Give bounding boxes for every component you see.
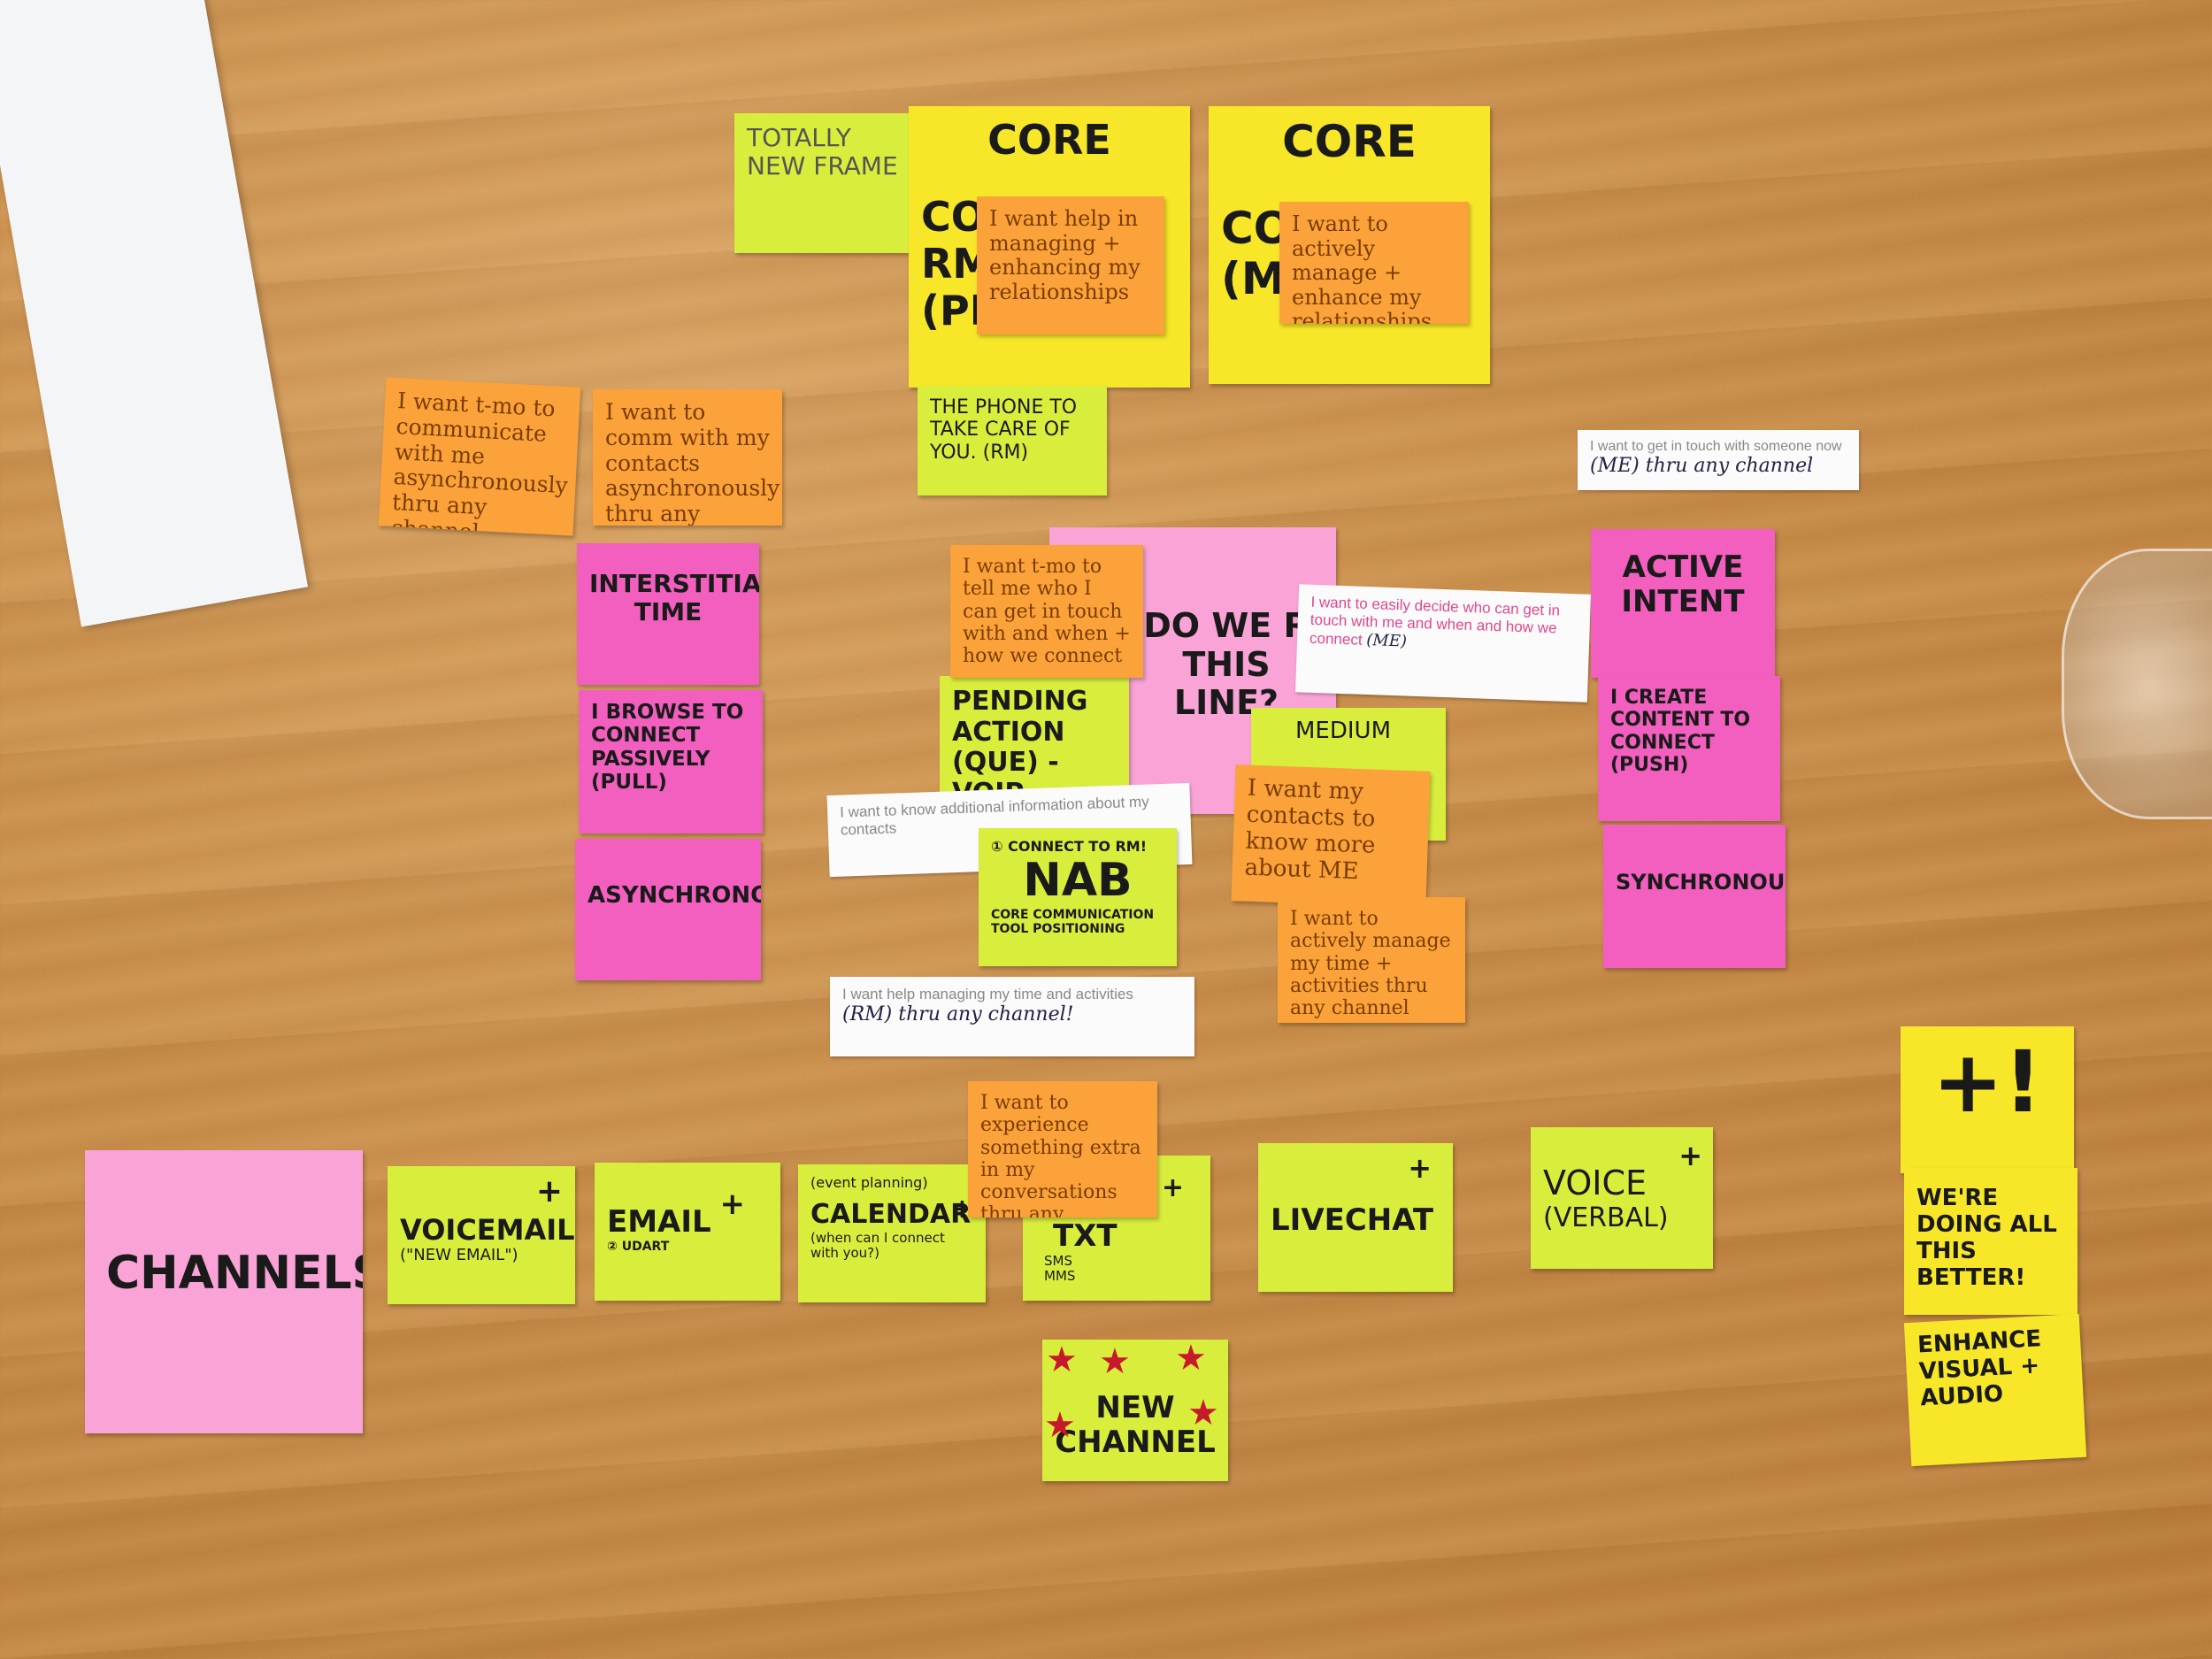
- note-text: SYNCHRONOUS: [1616, 870, 1786, 895]
- note-totally-new-frame: TOTALLY NEW FRAME: [734, 113, 920, 253]
- note-text: PENDING ACTION (QUE) -VOIP: [952, 686, 1088, 807]
- note-create-content: I CREATE CONTENT TO CONNECT (PUSH): [1598, 676, 1780, 821]
- note-new-channel: ★ ★ ★ ★ ★ NEW CHANNEL: [1042, 1340, 1228, 1481]
- note-active-intent: ACTIVE INTENT: [1591, 529, 1775, 678]
- slip-text: I want to get in touch with someone now: [1590, 439, 1842, 454]
- note-text: I want to actively manage + enhance my r…: [1292, 211, 1432, 324]
- note-sub: ② UDART: [607, 1240, 670, 1255]
- note-voicemail: + VOICEMAIL ("NEW EMAIL"): [388, 1166, 575, 1304]
- note-text: +!: [1932, 1033, 2043, 1132]
- star-icon: ★: [1044, 1405, 1076, 1446]
- note-text: ASYNCHRONOUS: [588, 882, 761, 909]
- star-icon: ★: [1187, 1393, 1219, 1433]
- note-text: I want to experience something extra in …: [980, 1092, 1141, 1217]
- note-small-text: (event planning): [810, 1174, 928, 1191]
- note-pending-action: PENDING ACTION (QUE) -VOIP: [940, 676, 1129, 807]
- note-text: I BROWSE TO CONNECT PASSIVELY (PULL): [591, 701, 744, 795]
- note-text: WE'RE DOING ALL THIS BETTER!: [1916, 1185, 2057, 1291]
- note-title: CORE: [1282, 116, 1417, 167]
- note-text: I want t-mo to communicate with me async…: [389, 388, 569, 536]
- note-asynchronous: ASYNCHRONOUS: [575, 839, 761, 980]
- slip-help-time: I want help managing my time and activit…: [830, 977, 1194, 1056]
- note-sub: (when can I connect with you?): [810, 1229, 945, 1262]
- note-title: VOICE: [1543, 1164, 1647, 1202]
- note-channels: CHANNELS: [85, 1150, 363, 1433]
- note-core-me-orange: I want to actively manage + enhance my r…: [1279, 202, 1469, 324]
- note-calendar: (event planning) + CALENDAR (when can I …: [798, 1164, 986, 1302]
- note-email: + EMAIL ② UDART: [595, 1163, 780, 1301]
- plus-icon: +: [1678, 1139, 1702, 1172]
- note-text: MEDIUM: [1295, 718, 1392, 744]
- note-title: VOICEMAIL: [400, 1213, 575, 1247]
- note-text: I want t-mo to tell me who I can get in …: [963, 556, 1131, 668]
- note-text: I want to comm with my contacts asynchro…: [605, 399, 780, 526]
- plus-icon: +: [1161, 1172, 1184, 1203]
- note-title: TXT: [1053, 1218, 1118, 1254]
- note-title: CALENDAR: [810, 1199, 972, 1231]
- slip-text: I want help managing my time and activit…: [842, 986, 1133, 1002]
- note-text: ENHANCE VISUAL + AUDIO: [1916, 1325, 2042, 1412]
- note-doing-better: WE'RE DOING ALL THIS BETTER!: [1904, 1168, 2078, 1315]
- note-async-2: I want to comm with my contacts asynchro…: [593, 389, 782, 526]
- slip-decide: I want to easily decide who can get in t…: [1294, 584, 1592, 703]
- note-synchronous: SYNCHRONOUS: [1603, 825, 1786, 968]
- star-icon: ★: [1046, 1340, 1078, 1380]
- note-text: I want to actively manage my time + acti…: [1290, 908, 1451, 1020]
- note-small-text: CORE COMMUNICATION TOOL POSITIONING: [991, 908, 1155, 937]
- note-interstitial-time: INTERSTITIAL TIME: [577, 543, 759, 685]
- note-text: I want my contacts to know more about ME: [1244, 774, 1376, 885]
- star-icon: ★: [1099, 1341, 1131, 1382]
- note-text: ACTIVE INTENT: [1621, 549, 1745, 620]
- note-sub: SMS MMS: [1044, 1253, 1076, 1285]
- note-core-rm-orange: I want help in managing + enhancing my r…: [977, 196, 1164, 334]
- note-sub: (VERBAL): [1543, 1202, 1669, 1233]
- note-livechat: + LIVECHAT: [1258, 1143, 1453, 1292]
- slip-text: I want to easily decide who can get in t…: [1309, 593, 1561, 649]
- note-text: CHANNELS: [106, 1247, 363, 1300]
- note-tell-me: I want t-mo to tell me who I can get in …: [950, 545, 1143, 678]
- note-voice: + VOICE (VERBAL): [1531, 1127, 1713, 1269]
- slip-handwriting: (ME) thru any channel: [1590, 455, 1814, 477]
- note-text: INTERSTITIAL TIME: [589, 569, 759, 627]
- note-title: CORE: [987, 116, 1111, 164]
- note-nab: ① CONNECT TO RM! NAB CORE COMMUNICATION …: [979, 828, 1177, 966]
- note-title: NAB: [1023, 854, 1133, 908]
- slip-get-in-touch: I want to get in touch with someone now …: [1578, 430, 1859, 490]
- note-text: TOTALLY NEW FRAME: [747, 123, 898, 181]
- note-title: EMAIL: [607, 1204, 711, 1240]
- plastic-cup: [2062, 549, 2212, 819]
- note-manage-time: I want to actively manage my time + acti…: [1278, 897, 1465, 1023]
- note-text: NEW CHANNEL: [1055, 1390, 1216, 1461]
- note-async-1: I want t-mo to communicate with me async…: [378, 377, 581, 536]
- plus-icon: +: [719, 1187, 746, 1222]
- slip-handwriting: (ME): [1365, 630, 1408, 651]
- note-text: THE PHONE TO TAKE CARE OF YOU. (RM): [930, 396, 1078, 464]
- slip-handwriting: (RM) thru any channel!: [842, 1003, 1074, 1025]
- note-plus-bang: +!: [1901, 1026, 2074, 1173]
- plus-icon: +: [535, 1173, 563, 1210]
- note-title: LIVECHAT: [1271, 1202, 1434, 1238]
- note-sub: ("NEW EMAIL"): [400, 1245, 518, 1264]
- white-paper-sheet: [0, 0, 309, 627]
- note-know-more: I want my contacts to know more about ME: [1231, 764, 1431, 908]
- note-enhance: ENHANCE VISUAL + AUDIO: [1903, 1313, 2087, 1467]
- note-text: I want help in managing + enhancing my r…: [989, 206, 1141, 304]
- note-browse: I BROWSE TO CONNECT PASSIVELY (PULL): [579, 690, 763, 833]
- note-text: DO WE R THIS LINE?: [1143, 606, 1310, 723]
- note-experience: I want to experience something extra in …: [968, 1081, 1157, 1217]
- note-the-phone: THE PHONE TO TAKE CARE OF YOU. (RM): [918, 386, 1107, 495]
- note-text: I CREATE CONTENT TO CONNECT (PUSH): [1610, 687, 1751, 776]
- star-icon: ★: [1175, 1340, 1207, 1379]
- plus-icon: +: [1408, 1151, 1432, 1185]
- note-small-text: ① CONNECT TO RM!: [991, 838, 1148, 855]
